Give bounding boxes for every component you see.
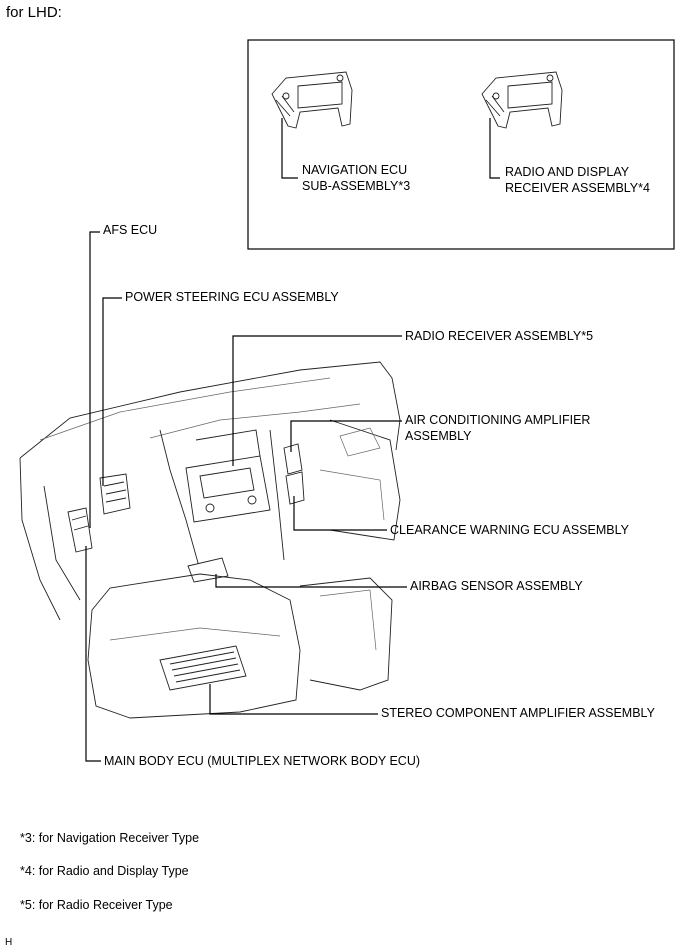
airbag-sensor-leader [215, 574, 407, 588]
nav-label-line2: SUB-ASSEMBLY*3 [302, 179, 411, 193]
stereo-amplifier-label: STEREO COMPONENT AMPLIFIER ASSEMBLY [381, 706, 655, 720]
seats-illustration [87, 573, 393, 719]
nav-leader [281, 118, 298, 179]
air-conditioning-leader [290, 420, 402, 452]
clearance-warning-label: CLEARANCE WARNING ECU ASSEMBLY [390, 523, 629, 537]
power-steering-label: POWER STEERING ECU ASSEMBLY [125, 290, 339, 304]
radio-display-leader [489, 118, 500, 179]
radio-display-illustration [481, 71, 563, 129]
airbag-sensor-illustration [187, 557, 229, 583]
power-steering-ecu-illustration [99, 473, 131, 515]
footnote-3: *3: for Navigation Receiver Type [20, 831, 200, 845]
radio-receiver-illustration [185, 429, 271, 523]
air-conditioning-label-line1: AIR CONDITIONING AMPLIFIER [405, 413, 591, 427]
main-body-ecu-label: MAIN BODY ECU (MULTIPLEX NETWORK BODY EC… [104, 754, 421, 768]
footer-code: H [5, 937, 13, 948]
radio-receiver-leader [232, 335, 402, 466]
radio-display-label-line2: RECEIVER ASSEMBLY*4 [505, 181, 650, 195]
dashboard-illustration [19, 361, 401, 621]
air-conditioning-amplifier-illustration [283, 443, 303, 475]
footnote-4: *4: for Radio and Display Type [20, 864, 189, 878]
airbag-sensor-label: AIRBAG SENSOR ASSEMBLY [410, 579, 583, 593]
clearance-warning-ecu-illustration [285, 471, 305, 505]
power-steering-leader [102, 297, 122, 486]
stereo-amplifier-illustration [159, 645, 247, 691]
air-conditioning-label-line2: ASSEMBLY [405, 429, 472, 443]
stereo-amplifier-leader [209, 684, 378, 715]
radio-display-label-line1: RADIO AND DISPLAY [505, 165, 630, 179]
afs-ecu-label: AFS ECU [103, 223, 158, 237]
nav-label-line1: NAVIGATION ECU [302, 163, 408, 177]
main-body-ecu-illustration [67, 507, 93, 553]
clearance-warning-leader [293, 496, 387, 531]
afs-leader [89, 231, 100, 528]
page-header: for LHD: [6, 4, 62, 21]
radio-receiver-label: RADIO RECEIVER ASSEMBLY*5 [405, 329, 594, 343]
navigation-ecu-illustration [271, 71, 353, 129]
footnote-5: *5: for Radio Receiver Type [20, 898, 173, 912]
inset-box [247, 39, 675, 250]
main-body-leader [85, 546, 101, 762]
